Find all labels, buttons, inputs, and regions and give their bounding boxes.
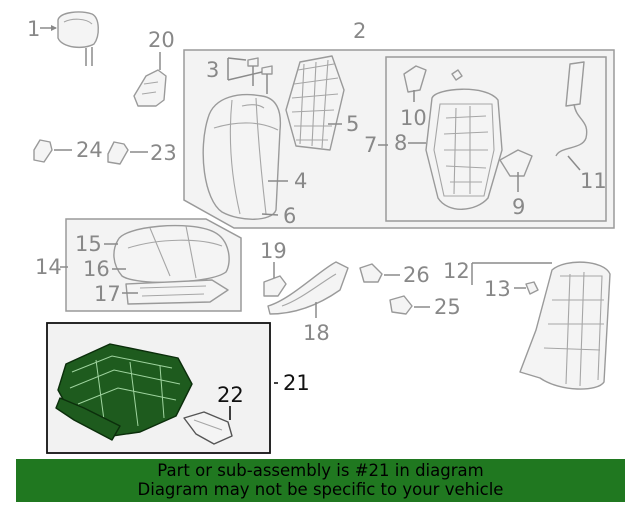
seat-back-board (519, 261, 611, 390)
bracket-10 (403, 65, 463, 93)
callout-24: 24 (76, 138, 103, 162)
seat-cushion (113, 224, 230, 284)
disclaimer-line-2: Diagram may not be specific to your vehi… (137, 480, 504, 499)
callout-3: 3 (206, 58, 219, 82)
callout-11: 11 (580, 169, 607, 193)
callout-1: 1 (27, 17, 40, 41)
callout-13: 13 (484, 277, 511, 301)
callout-7: 7 (364, 133, 377, 157)
trim-19 (263, 275, 287, 297)
leader-3 (227, 57, 247, 61)
clip-13 (525, 281, 539, 295)
callout-17: 17 (94, 282, 121, 306)
side-trim-upper (133, 69, 167, 107)
seat-back-frame (425, 88, 503, 210)
callout-8: 8 (394, 131, 407, 155)
callout-20: 20 (148, 28, 175, 52)
bracket-9 (499, 149, 533, 177)
callout-15: 15 (75, 232, 102, 256)
leader-3b (227, 71, 263, 81)
callout-5: 5 (346, 112, 359, 136)
back-pad (285, 55, 345, 151)
cushion-pan (125, 279, 229, 305)
callout-9: 9 (512, 195, 525, 219)
leader-6 (261, 213, 279, 216)
callout-25: 25 (434, 295, 461, 319)
callout-14: 14 (35, 255, 62, 279)
callout-16: 16 (83, 257, 110, 281)
callout-19: 19 (260, 239, 287, 263)
side-shield (267, 261, 349, 315)
track-bracket-22 (183, 411, 233, 445)
callout-2: 2 (353, 19, 366, 43)
callout-22: 22 (217, 383, 244, 407)
arrow-1 (51, 25, 57, 31)
callout-23: 23 (150, 141, 177, 165)
callout-4: 4 (294, 169, 307, 193)
callout-21: 21 (283, 371, 310, 395)
seat-track-assembly (55, 343, 193, 441)
cover-25 (389, 295, 413, 315)
seat-back-cover (202, 93, 282, 220)
clip-23 (107, 141, 129, 165)
callout-26: 26 (403, 263, 430, 287)
cover-26 (359, 263, 383, 283)
clip-24 (33, 139, 53, 163)
disclaimer-banner: Part or sub-assembly is #21 in diagram D… (16, 459, 625, 502)
callout-10: 10 (400, 106, 427, 130)
callout-6: 6 (283, 204, 296, 228)
parts-diagram: 1 2 3 4 5 6 7 8 9 10 11 12 13 14 15 16 1… (27, 11, 615, 454)
wire-harness (555, 61, 588, 157)
headrest (57, 11, 99, 66)
callout-12: 12 (443, 259, 470, 283)
leader-11 (567, 155, 581, 171)
disclaimer-line-1: Part or sub-assembly is #21 in diagram (157, 461, 484, 480)
callout-18: 18 (303, 321, 330, 345)
